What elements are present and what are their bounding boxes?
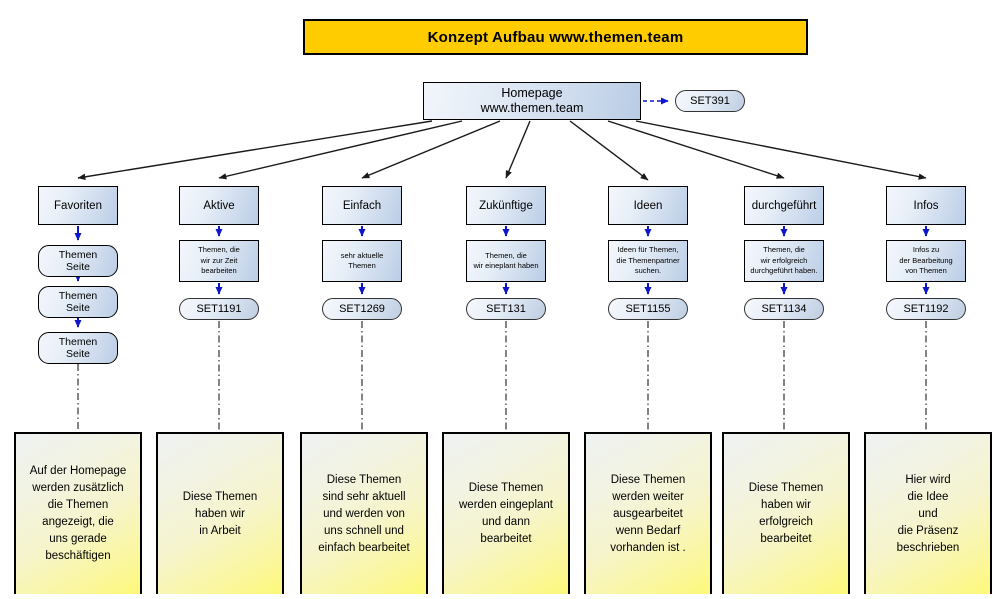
node-category-einfach[interactable]: Einfach [322,186,402,225]
note-ideen-text: Diese Themen werden weiter ausgearbeitet… [610,473,686,554]
node-category-durchgefuehrt[interactable]: durchgeführt [744,186,824,225]
note-zukuenftige: Diese Themen werden eingeplant und dann … [442,432,570,594]
note-favoriten: Auf der Homepage werden zusätzlich die T… [14,432,142,594]
node-page-favoriten-1[interactable]: Themen Seite [38,245,118,277]
edge-note-attachments [77,321,927,432]
note-infos-text: Hier wird die Idee und die Präsenz besch… [896,473,960,554]
node-set-zukuenftige-label: SET131 [486,303,526,315]
node-set-ideen[interactable]: SET1155 [608,298,688,320]
note-durchgefuehrt: Diese Themen haben wir erfolgreich bearb… [722,432,850,594]
node-category-zukuenftige-label: Zukünftige [479,199,533,212]
node-page-favoriten-2-label: Themen Seite [58,290,98,314]
node-set-zukuenftige[interactable]: SET131 [466,298,546,320]
node-homepage[interactable]: Homepage www.themen.team [423,82,641,120]
node-description-durchgefuehrt[interactable]: Themen, die wir erfolgreich durchgeführt… [744,240,824,282]
node-description-infos-label: Infos zu der Bearbeitung von Themen [899,245,953,276]
node-page-favoriten-1-label: Themen Seite [58,249,98,273]
node-category-ideen-label: Ideen [633,199,663,212]
note-aktive: Diese Themen haben wir in Arbeit [156,432,284,594]
node-set-root-label: SET391 [690,95,730,107]
node-description-ideen[interactable]: Ideen für Themen, die Themenpartner such… [608,240,688,282]
node-set-aktive[interactable]: SET1191 [179,298,259,320]
node-description-aktive[interactable]: Themen, die wir zur Zeit bearbeiten [179,240,259,282]
node-page-favoriten-3[interactable]: Themen Seite [38,332,118,364]
node-description-einfach-label: sehr aktuelle Themen [340,250,384,271]
edge-root-to-categories [77,120,927,181]
node-category-aktive[interactable]: Aktive [179,186,259,225]
note-infos: Hier wird die Idee und die Präsenz besch… [864,432,992,594]
node-category-zukuenftige[interactable]: Zukünftige [466,186,546,225]
node-page-favoriten-3-label: Themen Seite [58,336,98,360]
node-description-zukuenftige[interactable]: Themen, die wir eineplant haben [466,240,546,282]
node-set-durchgefuehrt-label: SET1134 [761,303,807,315]
node-set-durchgefuehrt[interactable]: SET1134 [744,298,824,320]
node-set-einfach-label: SET1269 [339,303,385,315]
node-set-infos[interactable]: SET1192 [886,298,966,320]
node-description-ideen-label: Ideen für Themen, die Themenpartner such… [616,245,680,276]
node-description-zukuenftige-label: Themen, die wir eineplant haben [473,250,539,271]
note-einfach: Diese Themen sind sehr aktuell und werde… [300,432,428,594]
note-einfach-text: Diese Themen sind sehr aktuell und werde… [318,473,410,554]
node-set-ideen-label: SET1155 [625,303,671,315]
node-category-aktive-label: Aktive [203,199,235,212]
page-title-text: Konzept Aufbau www.themen.team [427,28,684,46]
note-favoriten-text: Auf der Homepage werden zusätzlich die T… [29,465,127,562]
node-category-einfach-label: Einfach [342,199,382,212]
node-page-favoriten-2[interactable]: Themen Seite [38,286,118,318]
node-category-favoriten[interactable]: Favoriten [38,186,118,225]
page-title: Konzept Aufbau www.themen.team [303,19,808,55]
node-set-einfach[interactable]: SET1269 [322,298,402,320]
note-durchgefuehrt-text: Diese Themen haben wir erfolgreich bearb… [748,482,824,545]
node-set-aktive-label: SET1191 [196,303,242,315]
node-category-favoriten-label: Favoriten [54,199,102,212]
node-description-einfach[interactable]: sehr aktuelle Themen [322,240,402,282]
node-category-durchgefuehrt-label: durchgeführt [751,199,817,212]
node-category-infos[interactable]: Infos [886,186,966,225]
note-ideen: Diese Themen werden weiter ausgearbeitet… [584,432,712,594]
node-category-infos-label: Infos [913,199,939,212]
note-aktive-text: Diese Themen haben wir in Arbeit [182,490,258,537]
note-zukuenftige-text: Diese Themen werden eingeplant und dann … [459,482,553,545]
node-set-infos-label: SET1192 [903,303,949,315]
node-description-durchgefuehrt-label: Themen, die wir erfolgreich durchgeführt… [750,245,818,276]
node-homepage-label: Homepage www.themen.team [480,86,584,115]
node-set-root[interactable]: SET391 [675,90,745,112]
node-description-infos[interactable]: Infos zu der Bearbeitung von Themen [886,240,966,282]
node-category-ideen[interactable]: Ideen [608,186,688,225]
node-description-aktive-label: Themen, die wir zur Zeit bearbeiten [198,245,240,276]
